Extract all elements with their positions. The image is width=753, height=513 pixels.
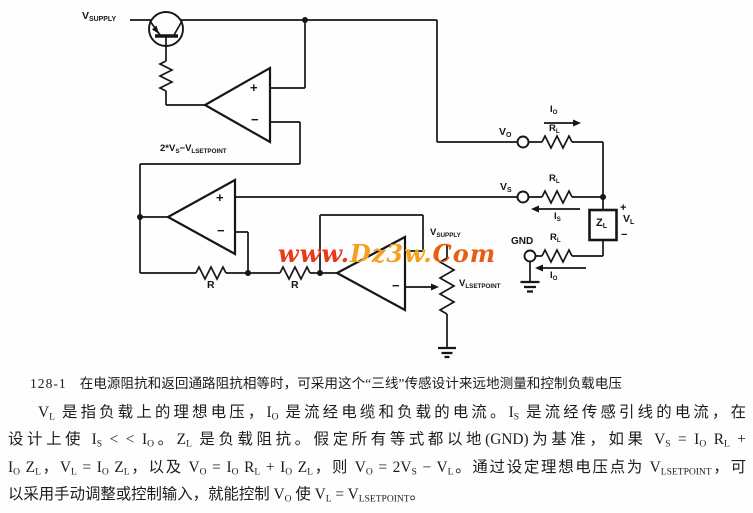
- opamp2-noninverting-mark: +: [216, 190, 224, 205]
- gnd-terminal: [523, 249, 537, 263]
- io-top-label: IO: [550, 104, 558, 116]
- gnd-label: GND: [511, 236, 534, 247]
- pot-ground-symbol: [438, 346, 456, 359]
- load-plus-mark: +: [620, 202, 627, 214]
- rl-top-label: RL: [549, 123, 560, 135]
- supply-rail-label: VSUPPLY: [82, 10, 117, 23]
- schematic-svg: [130, 11, 618, 359]
- emitter-arrow: [152, 25, 159, 34]
- opamp3-inverting-mark: −: [392, 278, 400, 293]
- io-bottom-arrow: [535, 264, 543, 272]
- is-arrow: [531, 205, 539, 213]
- vl-label: VL: [623, 213, 635, 226]
- watermark-part3: Com: [432, 239, 497, 268]
- circuit-wires: [130, 19, 604, 348]
- watermark-part1: www.: [278, 239, 350, 268]
- rl-bottom-label: RL: [550, 232, 561, 244]
- arrowheads: [431, 119, 581, 291]
- opamp2-inverting-mark: −: [217, 223, 225, 238]
- description-text: VL 是指负载上的理想电压，IO 是流经电缆和负载的电流。IS 是流经传感引线的…: [8, 399, 746, 509]
- setpoint-label: VLSETPOINT: [459, 278, 501, 290]
- gnd-ground-symbol: [520, 280, 540, 293]
- io-top-arrow: [573, 119, 581, 127]
- pot-wiper-arrow: [431, 283, 439, 291]
- pass-transistor-symbol: [148, 11, 184, 47]
- zl-label: ZL: [596, 217, 608, 231]
- figure-caption-text: 在电源阻抗和返回通路阻抗相等时，可采用这个“三线”传感设计来远地测量和控制负载电…: [79, 376, 622, 391]
- opamp2-symbol: [165, 178, 237, 256]
- circuit-diagram: VSUPPLY 2*VS−VLSETPOINT + − + − − R R VO…: [82, 10, 635, 359]
- opamp1-inverting-mark: −: [251, 112, 259, 127]
- vo-label: VO: [499, 126, 512, 139]
- vo-terminal: [516, 135, 530, 149]
- resistor-r1-label: R: [207, 279, 215, 291]
- description-line-2: 设计上使 IS < < IO。ZL 是负载阻抗。假定所有等式都以地(GND)为基…: [8, 431, 746, 450]
- vs-label: VS: [500, 181, 512, 194]
- junction-dots: [137, 17, 606, 276]
- vs-terminal: [516, 190, 530, 204]
- is-label: IS: [554, 211, 561, 223]
- opamp3-symbol: [334, 235, 407, 312]
- figure-number: 128-1: [30, 376, 67, 391]
- description-line-4: 以采用手动调整或控制输入，就能控制 VO 使 VL = VLSETPOINT。: [8, 486, 425, 505]
- load-minus-mark: −: [621, 229, 628, 241]
- description-line-1: VL 是指负载上的理想电压，IO 是流经电缆和负载的电流。IS 是流经传感引线的…: [38, 404, 746, 423]
- opamp1-symbol: [202, 66, 272, 144]
- gain-node-label: 2*VS−VLSETPOINT: [160, 143, 227, 155]
- figure-caption: 128-1 在电源阻抗和返回通路阻抗相等时，可采用这个“三线”传感设计来远地测量和…: [30, 372, 745, 392]
- opamp1-noninverting-mark: +: [250, 80, 258, 95]
- load-impedance-box: [588, 208, 618, 242]
- resistor-symbols: [158, 60, 573, 315]
- watermark-part2: Dz3w.: [349, 239, 433, 268]
- terminal-circles: [516, 135, 537, 263]
- pot-supply-label: VSUPPLY: [430, 227, 461, 239]
- watermark: www.Dz3w.Com: [278, 242, 496, 266]
- rl-mid-label: RL: [549, 173, 560, 185]
- description-line-3: IO ZL，VL = IO ZL，以及 VO = IO RL + IO ZL，则…: [8, 458, 746, 478]
- resistor-r2-label: R: [291, 279, 299, 291]
- io-bottom-label: IO: [550, 270, 558, 282]
